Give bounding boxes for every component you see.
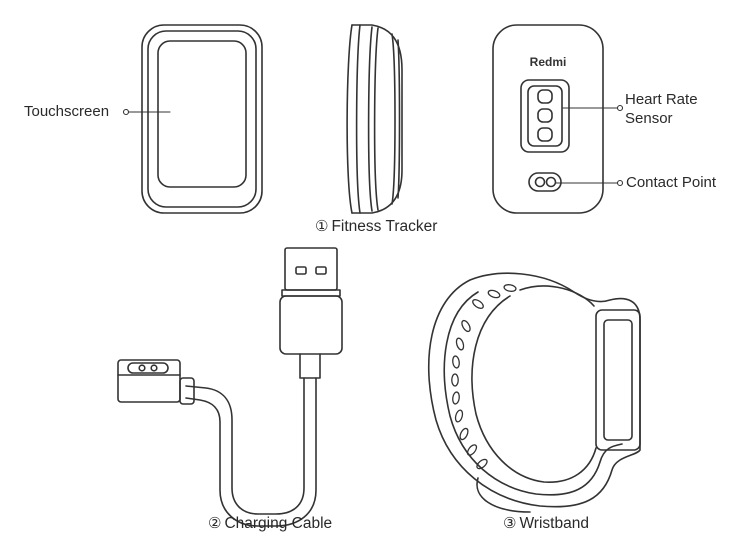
caption-number: ②: [208, 515, 222, 532]
caption-text: Fitness Tracker: [331, 218, 438, 235]
tracker-side: [346, 24, 403, 214]
heart-rate-sensor: [520, 79, 570, 153]
caption-text: Charging Cable: [224, 515, 333, 532]
heart-rate-label-line2: Sensor: [625, 110, 673, 127]
touchscreen-label: Touchscreen: [24, 103, 110, 120]
brand-logo: Redmi: [530, 55, 567, 69]
caption-number: ③: [503, 515, 517, 532]
touchscreen-area: [157, 40, 247, 188]
callout-lines: [122, 104, 624, 187]
caption-number: ①: [315, 218, 329, 235]
caption-text: Wristband: [519, 515, 589, 532]
tracker-back: [492, 24, 604, 214]
contact-point-label: Contact Point: [626, 174, 717, 191]
heart-rate-label-line1: Heart Rate: [625, 91, 698, 108]
strap-holes: [451, 284, 517, 470]
charging-cable: [117, 247, 343, 527]
wristband: [427, 272, 641, 513]
tracker-front: [141, 24, 263, 214]
contact-point: [528, 172, 562, 192]
